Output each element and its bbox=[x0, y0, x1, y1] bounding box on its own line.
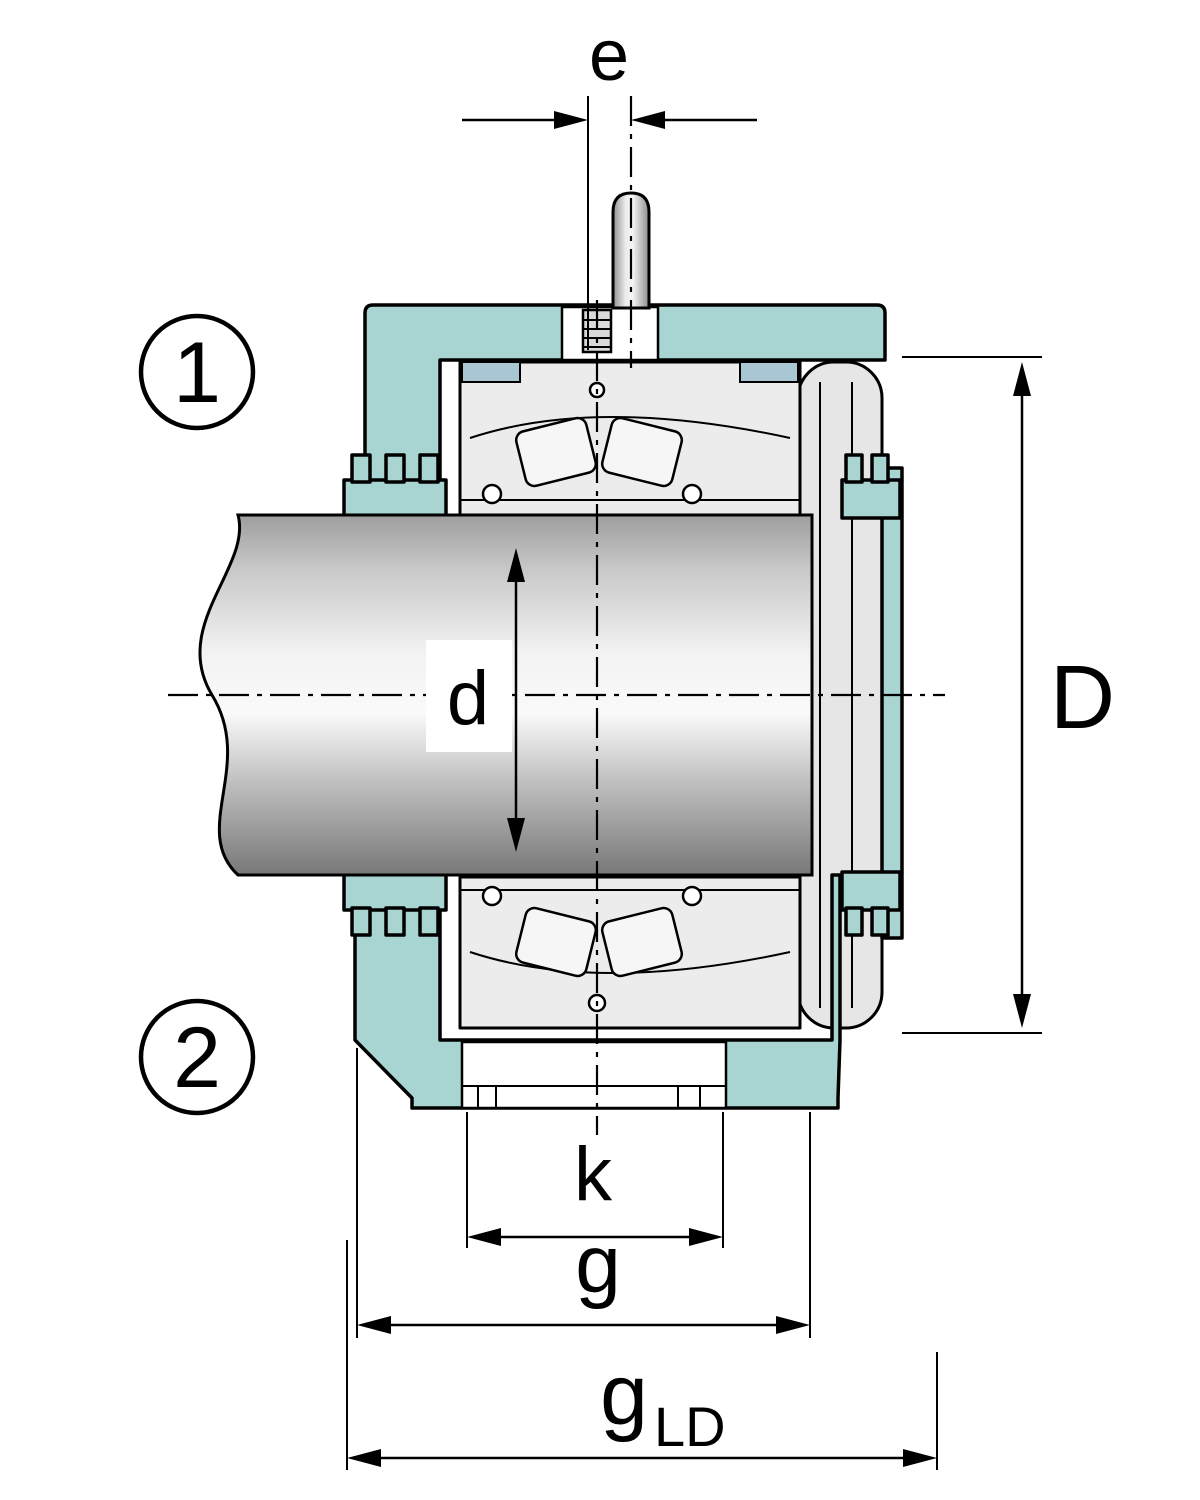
dim-label-g-ld-sub: LD bbox=[654, 1395, 726, 1458]
roller-top-left bbox=[514, 416, 598, 488]
lube-hole-bottom-right bbox=[681, 885, 703, 907]
lube-hole-top-right bbox=[681, 483, 703, 505]
dimension-d: d bbox=[426, 548, 525, 852]
dim-label-e: e bbox=[589, 16, 629, 96]
labyrinth-seal-bottom-left bbox=[342, 870, 448, 937]
roller-bottom-left bbox=[514, 906, 598, 978]
dim-label-d: d bbox=[447, 656, 489, 741]
lube-hole-bottom-left bbox=[481, 885, 503, 907]
housing-cap bbox=[363, 303, 887, 517]
centerlines bbox=[168, 96, 945, 1135]
roller-top-right bbox=[600, 416, 684, 488]
labyrinth-seal-top-left bbox=[342, 453, 448, 520]
dim-label-g: g bbox=[575, 1219, 621, 1310]
dimension-k: k bbox=[466, 1112, 724, 1248]
dimension-g: g bbox=[356, 1048, 811, 1338]
lube-hole-top-left bbox=[481, 483, 503, 505]
dim-label-D: D bbox=[1050, 648, 1115, 748]
callout-1-label: 1 bbox=[173, 325, 221, 421]
callout-2: 2 bbox=[138, 998, 256, 1116]
roller-bottom-right bbox=[600, 906, 684, 978]
callout-1: 1 bbox=[138, 313, 256, 431]
seal-strip-right bbox=[739, 361, 799, 383]
dimension-e: e bbox=[462, 16, 757, 350]
housing-right-ring bbox=[880, 466, 904, 940]
bearing-top-half bbox=[458, 360, 802, 517]
labyrinth-seal-bottom-right bbox=[840, 870, 902, 937]
seal-strip-left bbox=[461, 361, 521, 383]
dim-label-g-ld-base: g bbox=[600, 1347, 648, 1443]
dimension-D: D bbox=[902, 356, 1115, 1034]
callout-2-label: 2 bbox=[173, 1010, 221, 1106]
dim-label-k: k bbox=[574, 1132, 613, 1217]
labyrinth-seal-top-right bbox=[840, 453, 902, 520]
dimension-g-ld: g LD bbox=[346, 1240, 938, 1470]
bearing-bottom-half bbox=[458, 875, 802, 1030]
base-bottom-recess bbox=[460, 1040, 728, 1110]
